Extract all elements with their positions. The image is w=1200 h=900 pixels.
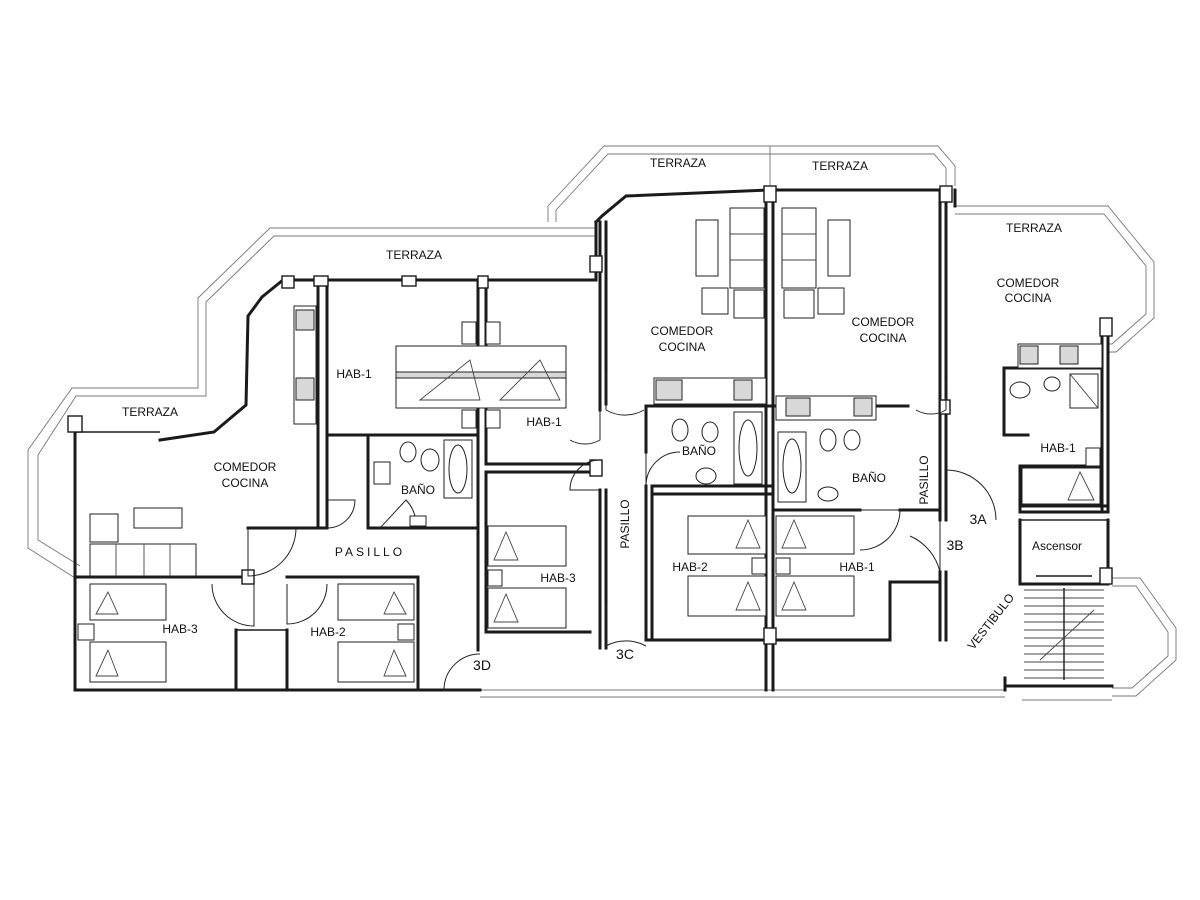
label-hab2-3d: HAB-2: [310, 625, 346, 639]
label-comedor-3a: COMEDOR: [997, 276, 1060, 290]
label-terraza-right: TERRAZA: [1006, 221, 1062, 235]
label-terraza-top-right: TERRAZA: [812, 159, 868, 173]
columns: [67, 185, 1113, 645]
label-hab3-3d: HAB-3: [162, 622, 198, 636]
label-hab2-3c: HAB-2: [672, 560, 708, 574]
label-cocina-3b: COCINA: [860, 331, 907, 345]
label-unit-3d: 3D: [473, 657, 491, 673]
label-pasillo-3b: PASILLO: [917, 455, 931, 504]
label-cocina-3a: COCINA: [1005, 291, 1052, 305]
label-bano-3c: BAÑO: [682, 444, 716, 458]
label-terraza-top-left: TERRAZA: [650, 156, 706, 170]
label-bano-3b: BAÑO: [852, 471, 886, 485]
furniture: [77, 207, 1104, 683]
label-vestibulo: VESTIBULO: [965, 591, 1018, 653]
stairs: [1024, 588, 1104, 680]
doors: [211, 372, 997, 691]
labels: TERRAZA TERRAZA TERRAZA TERRAZA TERRAZA …: [122, 156, 1082, 673]
label-terraza-mid-left: TERRAZA: [386, 248, 442, 262]
label-unit-3c: 3C: [616, 646, 634, 662]
label-terraza-left: TERRAZA: [122, 405, 178, 419]
walls: [73, 188, 1114, 692]
label-hab3-3c: HAB-3: [540, 571, 576, 585]
label-comedor-3b: COMEDOR: [852, 315, 915, 329]
label-hab1-3c: HAB-1: [526, 415, 562, 429]
label-hab1-3b: HAB-1: [839, 560, 875, 574]
label-unit-3b: 3B: [946, 537, 963, 553]
label-hab1-3d: HAB-1: [336, 367, 372, 381]
label-comedor-3c: COMEDOR: [651, 324, 714, 338]
label-bano-3d: BAÑO: [401, 483, 435, 497]
label-cocina-3d: COCINA: [222, 476, 269, 490]
label-pasillo-3d: PASILLO: [335, 545, 405, 559]
label-cocina-3c: COCINA: [659, 340, 706, 354]
label-ascensor: Ascensor: [1032, 539, 1082, 553]
terrace-outlines: [27, 145, 1177, 701]
label-unit-3a: 3A: [969, 511, 987, 527]
label-pasillo-3c: PASILLO: [618, 499, 632, 548]
label-hab1-3a: HAB-1: [1040, 441, 1076, 455]
label-comedor-3d: COMEDOR: [214, 460, 277, 474]
